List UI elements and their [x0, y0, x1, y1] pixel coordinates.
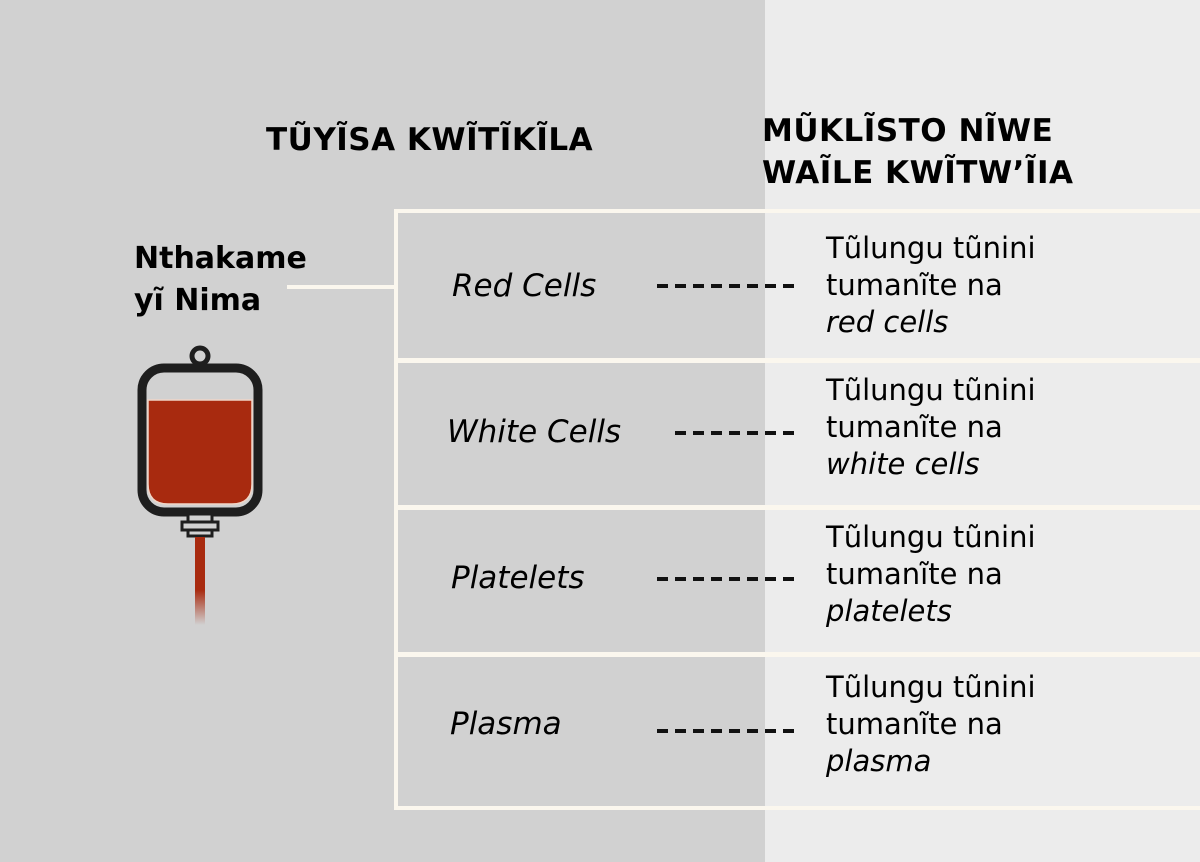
component-name: Red Cells [452, 268, 597, 304]
row-divider [394, 505, 1200, 510]
component-description: Tũlungu tũnini tumanĩte na red cells [826, 230, 1036, 341]
desc-term: plasma [826, 744, 932, 778]
left-column-heading: TŨYĨSA KWĨTĨKĨLA [266, 122, 594, 158]
whole-blood-label: Nthakame yĩ Nima [134, 241, 307, 318]
blood-bag-icon [137, 345, 263, 625]
dashed-connector [657, 577, 801, 581]
desc-line: tumanĩte na [826, 410, 1003, 444]
desc-line: Tũlungu tũnini [826, 520, 1036, 554]
dashed-connector [675, 431, 801, 435]
desc-line: Tũlungu tũnini [826, 373, 1036, 407]
dashed-connector [657, 284, 801, 288]
source-connector-line [287, 285, 397, 289]
desc-line: Tũlungu tũnini [826, 670, 1036, 704]
component-description: Tũlungu tũnini tumanĩte na white cells [826, 372, 1036, 483]
component-description: Tũlungu tũnini tumanĩte na plasma [826, 669, 1036, 780]
desc-line: Tũlungu tũnini [826, 231, 1036, 265]
desc-term: red cells [826, 305, 949, 339]
component-name: Platelets [451, 560, 585, 596]
dashed-connector [657, 729, 801, 733]
left-panel-background [0, 0, 765, 862]
right-panel-background [765, 0, 1200, 862]
component-description: Tũlungu tũnini tumanĩte na platelets [826, 519, 1036, 630]
row-divider [394, 652, 1200, 657]
right-column-heading: MŨKLĨSTO NĨWE WAĨLE KWĨTW’ĨIA [762, 113, 1074, 191]
row-divider [394, 358, 1200, 363]
desc-line: tumanĩte na [826, 707, 1003, 741]
desc-line: tumanĩte na [826, 268, 1003, 302]
desc-line: tumanĩte na [826, 557, 1003, 591]
desc-term: white cells [826, 447, 980, 481]
component-name: White Cells [447, 414, 622, 450]
desc-term: platelets [826, 594, 952, 628]
component-name: Plasma [450, 706, 562, 742]
